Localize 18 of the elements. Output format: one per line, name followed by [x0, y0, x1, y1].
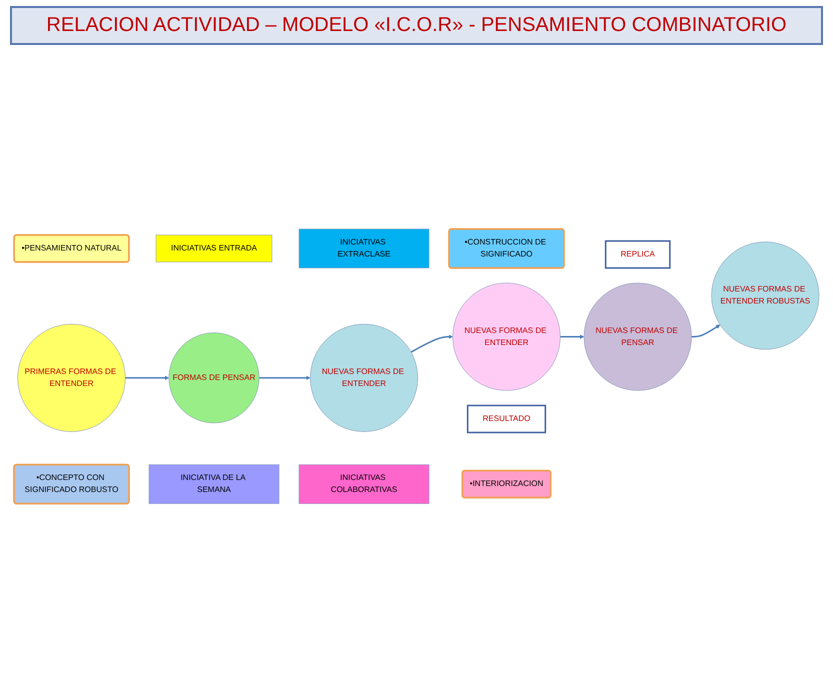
arrow: [692, 324, 720, 338]
node-box: INICIATIVAS ENTRADA: [156, 234, 272, 262]
node-circle: FORMAS DE PENSAR: [168, 332, 260, 423]
arrow: [410, 334, 453, 352]
node-box: REPLICA: [604, 240, 671, 268]
node-circle: NUEVAS FORMAS DE PENSAR: [584, 282, 692, 390]
arrow: [259, 375, 310, 380]
node-circle: NUEVAS FORMAS DE ENTENDER ROBUSTAS: [711, 241, 820, 350]
arrow: [125, 375, 170, 380]
arrow: [560, 334, 584, 339]
node-circle: NUEVAS FORMAS DE ENTENDER: [310, 324, 418, 432]
node-box: INICIATIVAS EXTRACLASE: [298, 228, 430, 268]
node-box: INICIATIVAS COLABORATIVAS: [298, 464, 430, 504]
node-circle: PRIMERAS FORMAS DE ENTENDER: [18, 324, 126, 432]
node-box: RESULTADO: [466, 404, 546, 433]
title: RELACION ACTIVIDAD – MODELO «I.C.O.R» - PENSAMIENTO COMBINATORIO: [10, 6, 823, 45]
node-box: INICIATIVA DE LA SEMANA: [148, 464, 280, 504]
node-circle: NUEVAS FORMAS DE ENTENDER: [452, 282, 560, 390]
